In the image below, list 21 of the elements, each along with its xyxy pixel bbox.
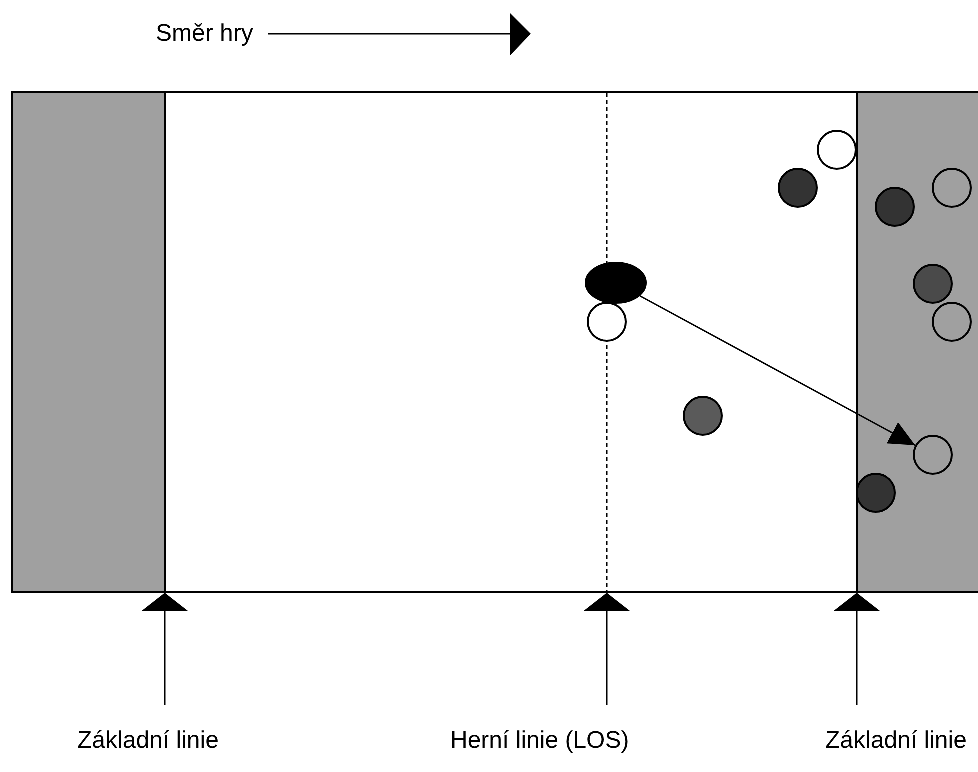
leader-line [834,593,880,705]
player-circle [817,130,857,170]
player-circle [913,264,953,304]
field-line-label: Základní linie [826,727,967,755]
leader-line [142,593,188,705]
end-zone [856,91,978,593]
player-circle [587,302,627,342]
player-circle [683,396,723,436]
player-circle [778,168,818,208]
ball [585,262,647,304]
player-circle [913,435,953,475]
player-circle [856,473,896,513]
field-line-label: Základní linie [78,727,219,755]
end-zone [11,91,166,593]
player-circle [875,187,915,227]
pass-arrow [640,295,916,446]
leader-line [584,593,630,705]
player-circle [932,302,972,342]
direction-label: Směr hry [156,20,254,48]
player-circle [932,168,972,208]
field-line-label: Herní linie (LOS) [450,727,630,755]
